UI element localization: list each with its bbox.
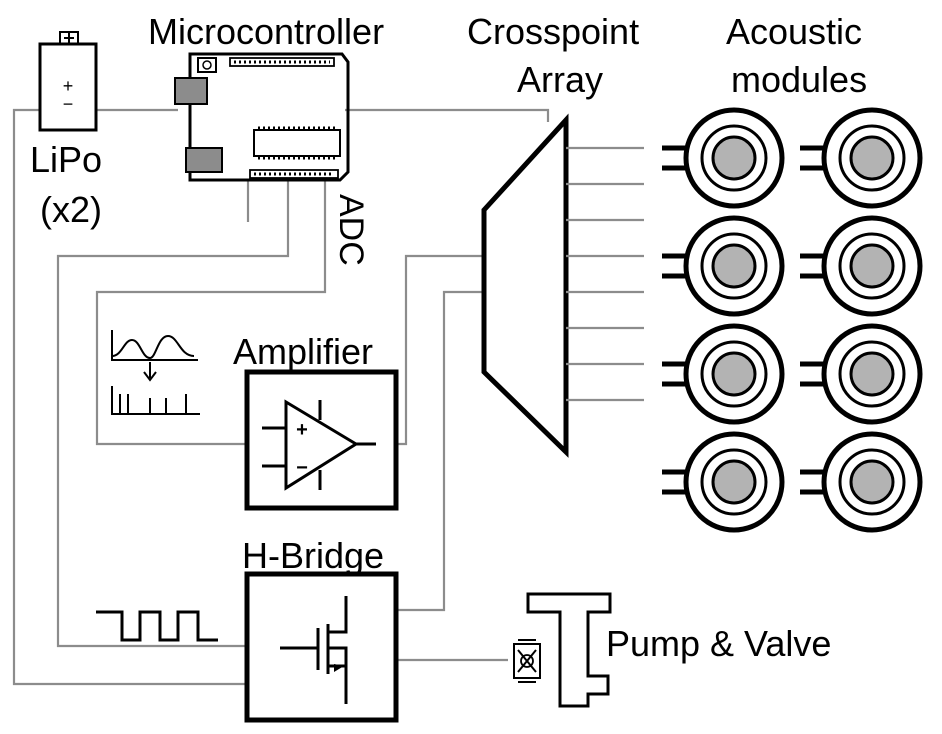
acoustic-module (800, 431, 923, 533)
square-wave-icon (96, 610, 218, 642)
amplifier-box (244, 369, 399, 511)
valve-body (513, 643, 541, 679)
wire-hbridge-to-crosspoint (396, 290, 484, 612)
lipo-battery: + − (38, 31, 98, 132)
amplifier-block: + − (244, 369, 399, 511)
pump-valve-label: Pump & Valve (606, 623, 832, 664)
acoustic-module (662, 323, 785, 425)
crosspoint-label-line2: Array (517, 59, 604, 100)
hbridge-block (244, 571, 399, 723)
acoustic-module (662, 215, 785, 317)
analog-header (249, 169, 339, 179)
microcontroller-label: Microcontroller (148, 11, 385, 52)
crosspoint-shape (481, 113, 569, 458)
acoustic-module (800, 215, 923, 317)
op-amp-symbol (284, 399, 359, 491)
mosfet-symbol (280, 596, 348, 704)
amplifier-label: Amplifier (233, 331, 374, 372)
wire-adc-to-amplifier (95, 180, 327, 446)
mcu-reset-button (197, 57, 217, 73)
battery-minus-symbol: − (63, 94, 74, 114)
pulse-train-icon (111, 386, 200, 415)
power-jack (185, 147, 223, 173)
crosspoint-outputs (566, 146, 644, 402)
wiring (12, 108, 550, 686)
battery-body (38, 42, 98, 132)
adc-label: ADC (332, 194, 370, 266)
pump-body (526, 592, 612, 708)
acoustic-module (662, 431, 785, 533)
battery-plus-symbol: + (63, 76, 74, 96)
usb-port (174, 77, 208, 105)
acoustic-module (800, 323, 923, 425)
acoustic-module (662, 107, 785, 209)
wire-lipo-to-hbridge (12, 108, 247, 686)
mcu-chip (253, 129, 341, 157)
op-amp-minus: − (296, 457, 308, 479)
hbridge-box (244, 571, 399, 723)
lipo-label-line1: LiPo (30, 139, 103, 180)
acoustic-label-line1: Acoustic (726, 11, 863, 52)
digital-header (229, 57, 335, 67)
crosspoint-label-line1: Crosspoint (467, 11, 640, 52)
pump-valve (513, 592, 612, 708)
acoustic-label-line2: modules (731, 59, 868, 100)
microcontroller-board (174, 52, 350, 182)
wire-amplifier-to-crosspoint (396, 254, 484, 446)
op-amp-plus: + (296, 419, 308, 441)
waveform-icon (111, 330, 198, 382)
acoustic-modules-grid (662, 107, 923, 533)
crosspoint-array (481, 113, 644, 458)
acoustic-module (800, 107, 923, 209)
mcu-board-outline (188, 52, 350, 182)
lipo-label-line2: (x2) (40, 189, 102, 230)
wire-mcu-to-crosspoint (345, 108, 550, 122)
hbridge-label: H-Bridge (242, 535, 385, 576)
wire-mcu-to-hbridge (56, 180, 290, 648)
